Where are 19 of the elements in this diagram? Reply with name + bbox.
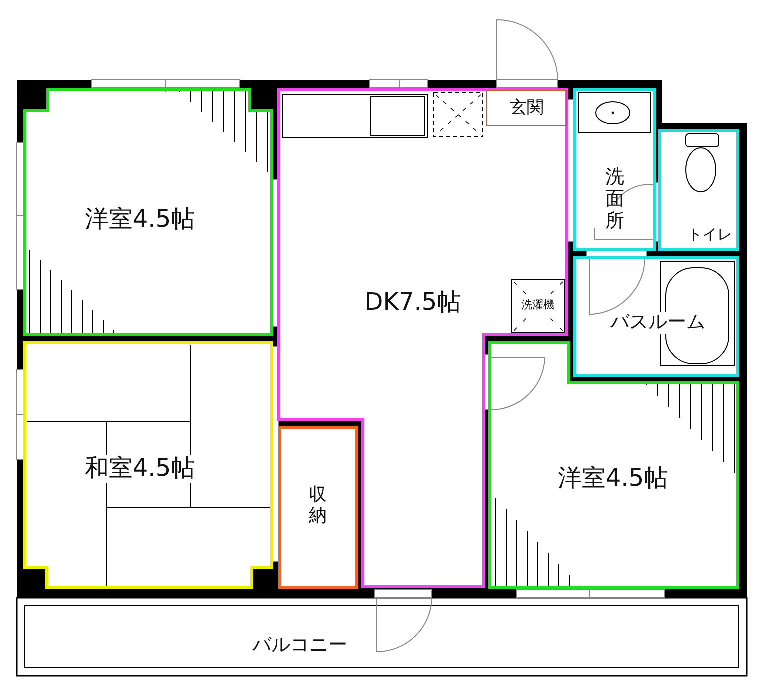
room-outline (660, 131, 738, 250)
room-outline (490, 343, 738, 588)
room-outline (487, 91, 567, 126)
room-label: トイレ (688, 226, 732, 244)
room-label: 玄関 (510, 99, 544, 119)
room-label: バルコニー (252, 635, 348, 657)
room-label: 和室4.5帖 (84, 455, 196, 483)
room-label: 洋室4.5帖 (84, 206, 196, 234)
room-label: 収納 (308, 485, 328, 527)
room-label: 洗濯機 (522, 300, 554, 312)
room-label: 洗面所 (605, 167, 625, 233)
room-outline (25, 90, 273, 336)
room-outline (512, 280, 565, 333)
room-outline (280, 428, 357, 588)
room-outline (575, 90, 655, 250)
room-outline (575, 258, 738, 376)
room-label: 洋室4.5帖 (558, 465, 668, 493)
room-label: バスルーム (610, 312, 706, 334)
room-label: DK7.5帖 (364, 289, 462, 317)
